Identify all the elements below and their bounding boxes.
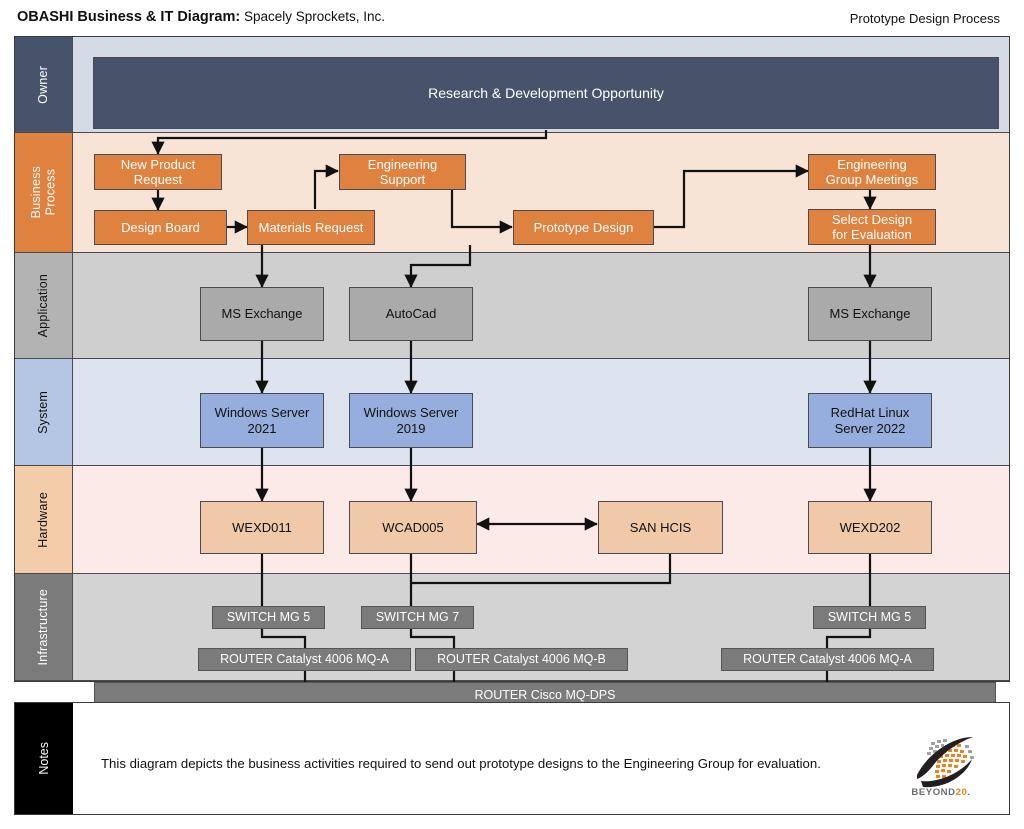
band-system: System: [15, 359, 1009, 466]
node-new-product-request[interactable]: New Product Request: [94, 154, 222, 190]
node-router-catalyst-mqa-right[interactable]: ROUTER Catalyst 4006 MQ-A: [721, 648, 934, 671]
node-router-catalyst-mqa-left[interactable]: ROUTER Catalyst 4006 MQ-A: [198, 648, 411, 671]
band-label-system: System: [15, 359, 73, 465]
node-wcad005[interactable]: WCAD005: [349, 501, 477, 554]
node-redhat-linux-server-2022[interactable]: RedHat Linux Server 2022: [808, 393, 932, 448]
notes-text: This diagram depicts the business activi…: [101, 756, 821, 771]
node-windows-server-2019[interactable]: Windows Server 2019: [349, 393, 473, 448]
node-router-catalyst-mqb[interactable]: ROUTER Catalyst 4006 MQ-B: [415, 648, 628, 671]
band-label-system-text: System: [36, 390, 51, 434]
node-san-hcis[interactable]: SAN HCIS: [598, 501, 723, 554]
page-title-bold: OBASHI Business & IT Diagram:: [17, 9, 241, 25]
node-rnd-opportunity[interactable]: Research & Development Opportunity: [93, 57, 999, 129]
node-design-board[interactable]: Design Board: [94, 210, 227, 245]
node-switch-mg7[interactable]: SWITCH MG 7: [361, 606, 474, 629]
band-label-business: Business Process: [15, 133, 73, 252]
logo-word-20: 20: [955, 787, 968, 798]
band-label-owner-text: Owner: [36, 65, 51, 104]
node-ms-exchange-right[interactable]: MS Exchange: [808, 287, 932, 341]
band-label-owner: Owner: [15, 37, 73, 132]
diagram-frame: Owner Business Process Application Syste…: [14, 36, 1010, 708]
node-windows-server-2021[interactable]: Windows Server 2021: [200, 393, 324, 448]
page-header: OBASHI Business & IT Diagram: Spacely Sp…: [0, 0, 1024, 36]
band-label-hardware-text: Hardware: [36, 491, 51, 548]
node-wexd202[interactable]: WEXD202: [808, 501, 932, 554]
band-label-business-text: Business Process: [29, 166, 58, 219]
page-title-subject: Spacely Sprockets, Inc.: [240, 9, 386, 24]
beyond20-logo-icon: [917, 737, 974, 788]
band-label-infrastructure: Infrastructure: [15, 574, 73, 680]
logo-word-beyond: BEYOND: [911, 787, 956, 798]
node-switch-mg5-right[interactable]: SWITCH MG 5: [813, 606, 926, 629]
page-title: OBASHI Business & IT Diagram: Spacely Sp…: [17, 9, 385, 25]
band-label-hardware: Hardware: [15, 466, 73, 573]
beyond20-logo-wordmark: BEYOND20.: [895, 787, 987, 798]
band-label-application-text: Application: [36, 273, 51, 338]
logo-word-dot: .: [967, 787, 971, 798]
node-engineering-group-meetings[interactable]: Engineering Group Meetings: [808, 154, 936, 190]
band-label-infrastructure-text: Infrastructure: [36, 588, 51, 666]
node-autocad[interactable]: AutoCad: [349, 287, 473, 341]
notes-label: Notes: [15, 703, 73, 814]
notes-panel: Notes This diagram depicts the business …: [14, 702, 1010, 815]
node-switch-mg5-left[interactable]: SWITCH MG 5: [212, 606, 325, 629]
node-wexd011[interactable]: WEXD011: [200, 501, 324, 554]
band-label-application: Application: [15, 253, 73, 358]
node-engineering-support[interactable]: Engineering Support: [339, 154, 466, 190]
notes-label-text: Notes: [37, 742, 51, 775]
process-name-label: Prototype Design Process: [849, 11, 1000, 26]
node-ms-exchange-left[interactable]: MS Exchange: [200, 287, 324, 341]
node-materials-request[interactable]: Materials Request: [247, 210, 375, 245]
node-select-design-for-evaluation[interactable]: Select Design for Evaluation: [808, 209, 936, 245]
node-prototype-design[interactable]: Prototype Design: [513, 210, 654, 245]
